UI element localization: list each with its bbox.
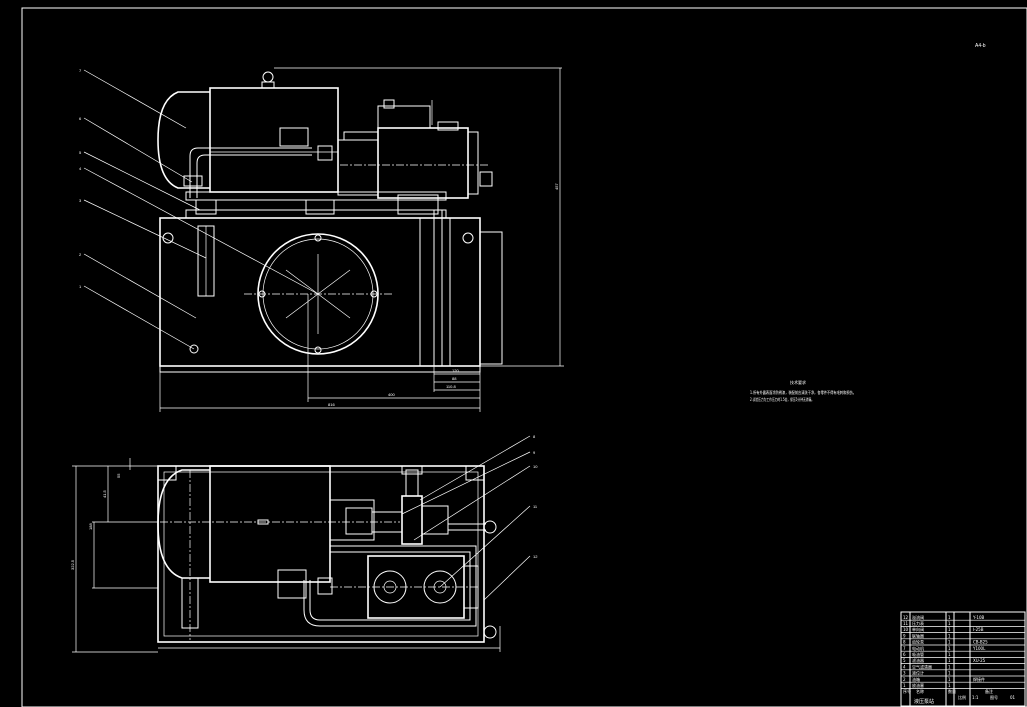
part-label-4: 4 bbox=[79, 166, 82, 171]
title-row-qty: 1 bbox=[948, 683, 951, 688]
title-row-qty: 1 bbox=[948, 677, 951, 682]
dim-width: 816 bbox=[328, 402, 335, 407]
title-footer-c3: 图号 bbox=[990, 694, 998, 700]
title-row-note: Y100L bbox=[972, 646, 986, 651]
title-row-no: 8 bbox=[903, 640, 906, 645]
dim-h1: 41.5 bbox=[102, 489, 107, 498]
lifting-eye bbox=[262, 71, 274, 83]
title-row-qty: 1 bbox=[948, 671, 951, 676]
title-row-qty: 1 bbox=[948, 621, 951, 626]
coupling-top bbox=[345, 507, 373, 535]
title-header-note: 备注 bbox=[985, 688, 993, 694]
part-label-8: 8 bbox=[533, 434, 536, 439]
title-row-qty: 1 bbox=[948, 627, 951, 632]
size-mark: A4-b bbox=[975, 43, 986, 49]
title-block-caption: 液压泵站 bbox=[914, 698, 934, 705]
title-footer-c4: 01 bbox=[1010, 695, 1016, 700]
motor-base bbox=[185, 191, 447, 201]
dim-h4: 55 bbox=[116, 473, 121, 478]
part-label-10: 10 bbox=[533, 464, 538, 469]
technical-notes: 技术要求 1.所有外露表面涂防锈漆，装配前应清洗干净，各零件不得有毛刺和损伤。 … bbox=[750, 379, 856, 402]
title-row-qty: 1 bbox=[948, 646, 951, 651]
title-row-no: 2 bbox=[903, 677, 906, 682]
title-row-qty: 1 bbox=[948, 615, 951, 620]
title-row-note: XU-25 bbox=[973, 658, 986, 663]
title-row-note: 焊接件 bbox=[973, 676, 985, 682]
title-row-note: CB-B25 bbox=[973, 640, 988, 645]
part-label-12: 12 bbox=[533, 554, 538, 559]
title-row-name: 液位计 bbox=[912, 670, 924, 676]
title-row-no: 4 bbox=[903, 664, 906, 669]
title-row-qty: 1 bbox=[948, 664, 951, 669]
title-row-note: I-25B bbox=[973, 627, 984, 632]
title-row-no: 7 bbox=[903, 646, 906, 651]
title-row-name: 单向阀 bbox=[912, 626, 924, 632]
title-row-no: 9 bbox=[903, 633, 906, 638]
top-view: 8 9 10 11 12 322.5 188 41.5 55 bbox=[70, 434, 538, 653]
coupling-housing bbox=[337, 139, 379, 196]
return-pipe bbox=[309, 551, 471, 621]
title-row-qty: 1 bbox=[948, 640, 951, 645]
notes-line-1: 1.所有外露表面涂防锈漆，装配前应清洗干净，各零件不得有毛刺和损伤。 bbox=[750, 389, 856, 395]
drain-plug bbox=[189, 344, 199, 354]
part-label-2: 2 bbox=[79, 252, 82, 257]
pump-flange bbox=[467, 131, 479, 195]
suction-pipe bbox=[189, 147, 312, 198]
title-row-qty: 1 bbox=[948, 652, 951, 657]
notes-title: 技术要求 bbox=[790, 379, 806, 385]
dim-height: 457 bbox=[554, 183, 559, 190]
notes-line-2: 2.试验压力为工作压力的1.5倍，保压5分钟无渗漏。 bbox=[750, 396, 814, 402]
title-row-name: 齿轮泵 bbox=[912, 639, 924, 645]
title-row-no: 1 bbox=[903, 683, 906, 688]
title-header-qty: 数量 bbox=[948, 688, 956, 694]
title-row-no: 11 bbox=[903, 621, 909, 626]
title-row-name: 溢流阀 bbox=[912, 614, 924, 620]
title-row-note: Y-10B bbox=[972, 615, 985, 620]
title-row-name: 滤油器 bbox=[912, 657, 924, 663]
title-footer-c2: 1:1 bbox=[972, 695, 979, 700]
title-row-no: 12 bbox=[903, 615, 909, 620]
part-label-5: 5 bbox=[79, 150, 82, 155]
motor-body bbox=[209, 87, 339, 193]
title-row-no: 10 bbox=[903, 627, 909, 632]
title-row-qty: 1 bbox=[948, 633, 951, 638]
part-label-1: 1 bbox=[79, 284, 82, 289]
dim-d3: 88 bbox=[452, 376, 457, 381]
title-row-name: 油箱 bbox=[912, 676, 920, 682]
title-row-no: 3 bbox=[903, 671, 906, 676]
title-row-name: 放油塞 bbox=[912, 682, 924, 688]
front-view: 7 6 5 4 3 2 1 457 816 400 110.8 88 120 bbox=[79, 67, 564, 412]
dim-d4: 110.8 bbox=[446, 384, 456, 389]
title-row-name: 压力表 bbox=[912, 620, 924, 626]
part-label-11: 11 bbox=[533, 504, 538, 509]
title-row-name: 联轴器 bbox=[912, 632, 924, 638]
part-label-3: 3 bbox=[79, 198, 82, 203]
title-footer-c1: 比例 bbox=[958, 694, 966, 700]
title-row-name: 电动机 bbox=[912, 645, 924, 651]
pump-body bbox=[377, 127, 469, 199]
tank-side-panel bbox=[479, 231, 503, 365]
title-row-no: 6 bbox=[903, 652, 906, 657]
dim-d2: 120 bbox=[452, 368, 459, 373]
title-header-no: 序号 bbox=[903, 688, 911, 694]
motor-end-cap bbox=[157, 91, 210, 189]
part-label-7: 7 bbox=[79, 68, 82, 73]
title-row-name: 吸油管 bbox=[912, 651, 924, 657]
title-row-name: 空气滤清器 bbox=[912, 663, 932, 669]
sheet-border bbox=[21, 7, 1027, 707]
title-row-no: 5 bbox=[903, 658, 906, 663]
title-header-name: 名称 bbox=[916, 688, 924, 694]
part-label-9: 9 bbox=[533, 450, 536, 455]
dim-h2: 188 bbox=[88, 523, 93, 530]
tank-outline-top bbox=[157, 465, 485, 643]
dim-d1: 400 bbox=[388, 392, 395, 397]
dim-h3: 322.5 bbox=[70, 559, 75, 570]
part-label-6: 6 bbox=[79, 116, 82, 121]
title-row-qty: 1 bbox=[948, 658, 951, 663]
motor-body-top bbox=[209, 465, 331, 583]
motor-terminal-box bbox=[279, 127, 309, 147]
